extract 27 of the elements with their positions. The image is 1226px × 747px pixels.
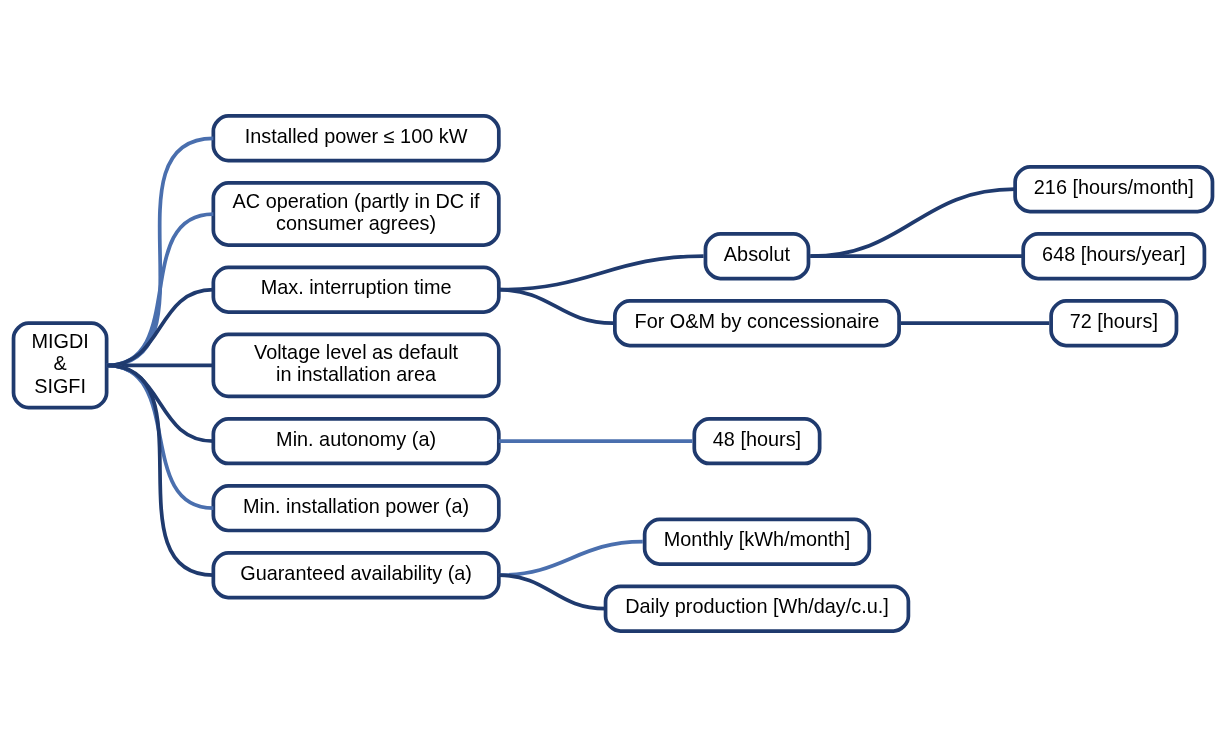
node-box: MIGDI & SIGFI [11, 321, 109, 410]
node-box: Voltage level as default in installation area [211, 332, 501, 399]
node-box: Daily production [Wh/day/c.u.] [603, 584, 911, 633]
node-box: 72 [hours] [1049, 299, 1179, 348]
connector [106, 136, 214, 368]
connector [498, 287, 614, 326]
connector [810, 254, 1022, 259]
node-box: Guaranteed availability (a) [211, 551, 501, 600]
connector [106, 212, 214, 368]
node-box: AC operation (partly in DC if consumer agrees) [211, 181, 501, 247]
node-box: Absolut [703, 232, 811, 281]
node-box: Max. interruption time [211, 265, 501, 314]
connector [106, 287, 214, 368]
connector [498, 439, 693, 443]
connector [498, 573, 606, 611]
connector [106, 363, 214, 577]
connector [106, 363, 214, 510]
node-box: Min. installation power (a) [211, 483, 501, 533]
node-box: Monthly [kWh/month] [642, 517, 872, 566]
node-box: Min. autonomy (a) [211, 416, 501, 466]
connector [900, 321, 1050, 326]
node-box: 648 [hours/year] [1021, 232, 1207, 281]
node-box: Installed power ≤ 100 kW [211, 114, 501, 163]
connector [106, 363, 214, 443]
node-box: 48 [hours] [692, 416, 822, 466]
node-box: 216 [hours/month] [1013, 165, 1215, 214]
node-box: For O&M by concessionaire [613, 299, 901, 348]
